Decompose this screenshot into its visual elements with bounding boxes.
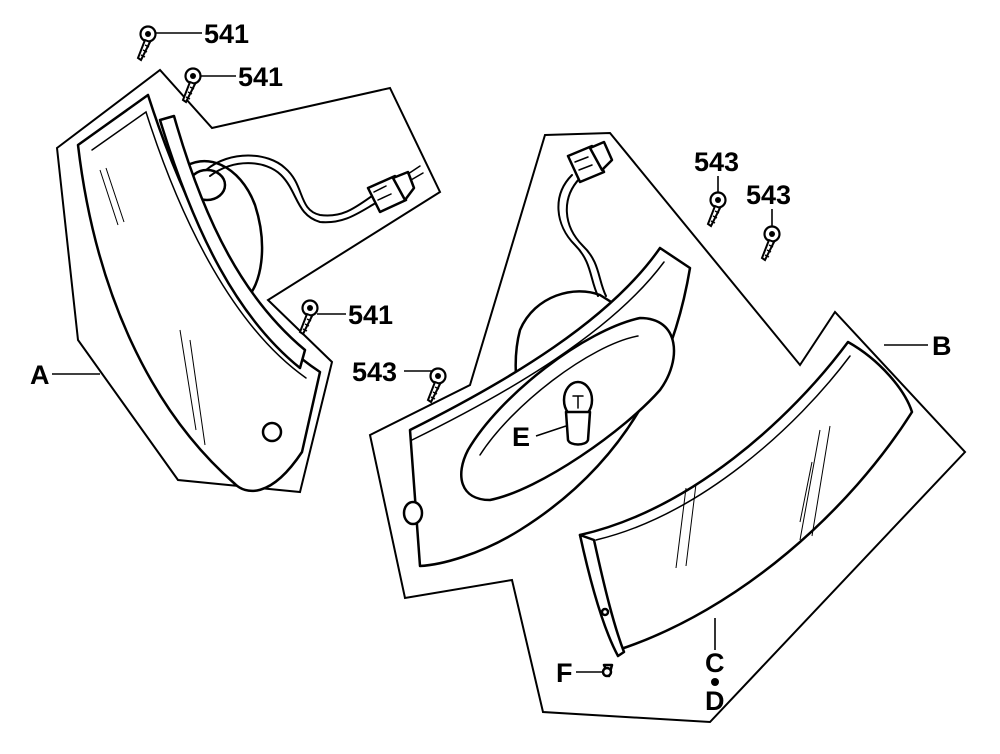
- screw-543-right-2: [760, 225, 781, 262]
- label-541-low: 541: [348, 300, 393, 330]
- right-assembly-group: [368, 131, 967, 724]
- left-assembly-outline: [55, 68, 442, 494]
- label-541-top: 541: [204, 19, 249, 49]
- label-part-f: F: [556, 658, 573, 688]
- left-lens: [76, 93, 322, 493]
- bulb-e: [562, 380, 594, 446]
- label-part-d: D: [705, 686, 725, 716]
- label-part-e: E: [512, 422, 530, 452]
- c-d-dot: [711, 678, 719, 686]
- right-connector: [566, 140, 614, 184]
- screw-541-top: [136, 25, 157, 62]
- left-assembly-group: [55, 68, 442, 494]
- label-543-right-2: 543: [746, 180, 791, 210]
- left-wire: [205, 154, 373, 217]
- screw-543-left: [426, 367, 447, 404]
- right-side-socket: [402, 500, 424, 526]
- label-part-a: A: [30, 360, 50, 390]
- right-lens-edge: [578, 533, 626, 658]
- right-assembly-outline: [368, 131, 967, 724]
- left-rim: [158, 114, 307, 370]
- left-connector: [366, 165, 424, 214]
- right-wire: [557, 174, 599, 297]
- screw-541-low: [298, 299, 319, 336]
- label-part-b: B: [932, 331, 952, 361]
- screw-f: [601, 663, 614, 678]
- screw-541-mid: [181, 67, 202, 104]
- left-mount-hole: [261, 421, 283, 443]
- label-543-left: 543: [352, 357, 397, 387]
- leader-lines: [52, 32, 928, 673]
- label-543-right-1: 543: [694, 147, 739, 177]
- lens-mount-hole: [600, 607, 610, 617]
- label-part-c: C: [705, 648, 725, 678]
- screw-543-right-1: [706, 191, 727, 228]
- label-541-mid: 541: [238, 62, 283, 92]
